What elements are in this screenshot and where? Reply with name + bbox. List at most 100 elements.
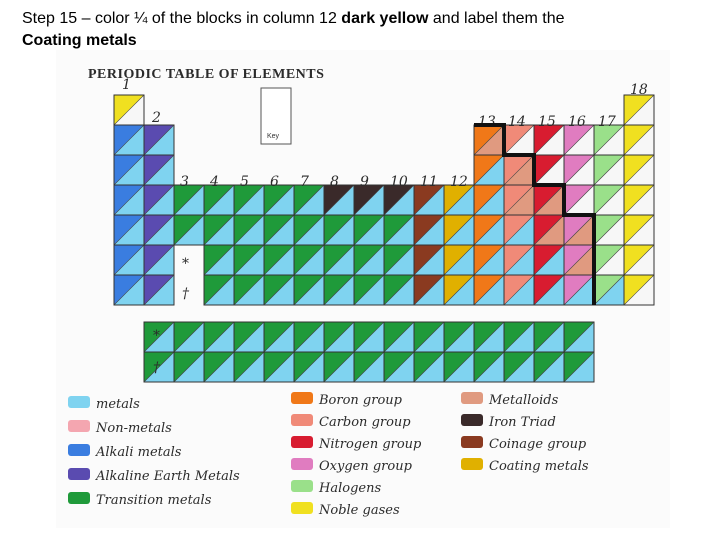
element-cell	[293, 274, 325, 306]
f-block-cell	[233, 321, 265, 353]
element-cell	[143, 214, 175, 246]
key-label: Key	[267, 133, 280, 140]
element-cell	[143, 154, 175, 186]
element-cell	[413, 184, 445, 216]
element-cell	[563, 154, 595, 186]
element-cell	[503, 274, 535, 306]
element-cell	[443, 214, 475, 246]
legend-swatch	[461, 436, 483, 448]
f-block-cell	[293, 351, 325, 383]
element-cell	[263, 274, 295, 306]
legend-item: Iron Triad	[461, 414, 556, 430]
group-number: 4	[209, 174, 219, 190]
legend-item: Halogens	[291, 480, 381, 496]
legend-label: Alkali metals	[95, 445, 182, 460]
element-cell	[113, 244, 145, 276]
element-cell	[113, 124, 145, 156]
element-cell	[533, 124, 565, 156]
element-cell	[353, 184, 385, 216]
legend-label: Oxygen group	[319, 459, 413, 474]
element-cell	[113, 94, 145, 126]
element-cell	[263, 214, 295, 246]
group-number: 2	[151, 110, 161, 126]
element-cell	[323, 214, 355, 246]
actinide-row-marker: †	[153, 360, 161, 376]
legend-swatch	[68, 420, 90, 432]
element-cell	[353, 274, 385, 306]
f-block-cell	[263, 321, 295, 353]
legend-label: Transition metals	[96, 493, 212, 508]
element-cell	[473, 154, 505, 186]
element-cell	[233, 274, 265, 306]
lanthanide-row-marker: *	[153, 328, 160, 344]
element-cell	[593, 154, 625, 186]
f-block-cell	[323, 351, 355, 383]
group-number: 17	[598, 114, 616, 130]
f-block-cell	[233, 351, 265, 383]
element-cell	[623, 94, 655, 126]
f-block-cell	[293, 321, 325, 353]
legend-swatch	[291, 480, 313, 492]
legend-item: Non-metals	[68, 420, 172, 436]
group-number: 6	[270, 174, 279, 190]
element-cell	[623, 154, 655, 186]
legend-item: Alkaline Earth Metals	[68, 468, 240, 484]
element-cell	[203, 184, 235, 216]
element-cell	[113, 184, 145, 216]
element-cell	[353, 244, 385, 276]
element-cell	[593, 124, 625, 156]
legend-item: Boron group	[291, 392, 403, 408]
element-cell	[383, 274, 415, 306]
legend-label: Non-metals	[95, 421, 172, 436]
element-cell	[533, 274, 565, 306]
legend-label: metals	[96, 397, 140, 412]
element-cell	[593, 244, 625, 276]
element-cell	[533, 244, 565, 276]
element-cell	[323, 244, 355, 276]
legend-item: Oxygen group	[291, 458, 413, 474]
element-cell	[173, 214, 205, 246]
f-block-cell	[533, 351, 565, 383]
lanthanide-marker: *	[182, 256, 189, 272]
element-cell	[143, 124, 175, 156]
element-cell	[563, 214, 595, 246]
element-cell	[143, 274, 175, 306]
legend-label: Nitrogen group	[318, 437, 422, 452]
element-cell	[203, 214, 235, 246]
group-number: 11	[420, 174, 438, 190]
element-cell	[383, 214, 415, 246]
f-block-cell	[383, 351, 415, 383]
legend-label: Noble gases	[318, 503, 400, 518]
element-cell	[473, 244, 505, 276]
instruction-middle: and label them the	[428, 10, 565, 27]
f-block-cell	[353, 321, 385, 353]
legend-item: Transition metals	[68, 492, 212, 508]
f-block-cell	[503, 351, 535, 383]
element-cell	[503, 154, 535, 186]
element-cell	[443, 274, 475, 306]
f-block-cell	[143, 351, 175, 383]
legend-swatch	[461, 458, 483, 470]
group-number: 7	[300, 174, 309, 190]
element-cell	[293, 214, 325, 246]
element-cell	[143, 184, 175, 216]
group-number: 8	[330, 174, 339, 190]
legend-item: metals	[68, 396, 140, 412]
legend-label: Metalloids	[488, 393, 559, 408]
legend-label: Carbon group	[319, 415, 411, 430]
element-cell	[593, 274, 625, 306]
legend-label: Coinage group	[489, 437, 587, 452]
instruction-text: Step 15 – color ¼ of the blocks in colum…	[22, 8, 702, 52]
legend-item: Nitrogen group	[291, 436, 422, 452]
element-cell	[263, 244, 295, 276]
legend-item: Coating metals	[461, 458, 589, 474]
element-cell	[533, 184, 565, 216]
legend-swatch	[291, 436, 313, 448]
element-cell	[623, 184, 655, 216]
f-block-cell	[473, 351, 505, 383]
f-block-cell	[383, 321, 415, 353]
f-block-cell	[323, 321, 355, 353]
